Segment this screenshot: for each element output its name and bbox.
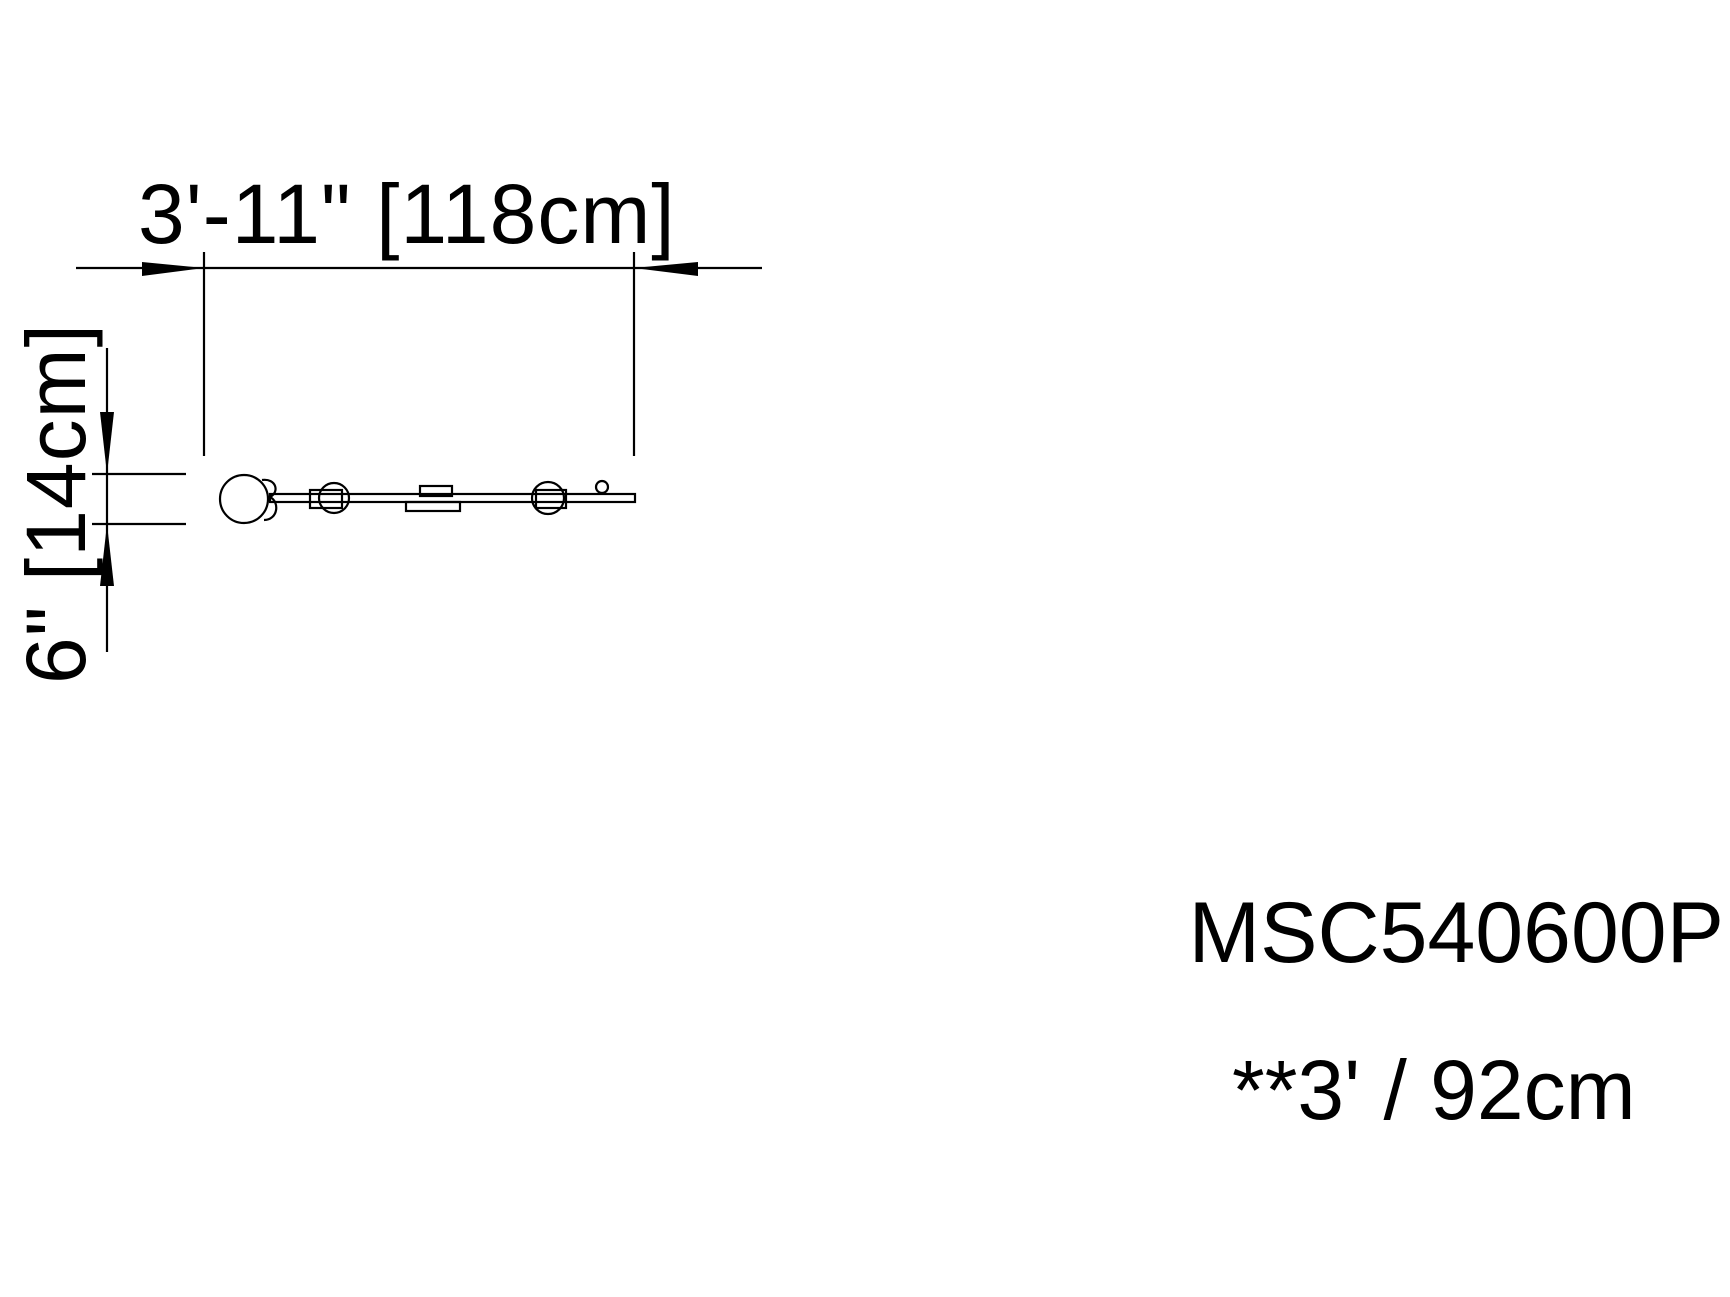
canopy-bracket <box>261 478 278 522</box>
depth-dimension-label: 6" [14cm] <box>9 323 103 684</box>
depth-arrow-top <box>100 412 114 474</box>
canopy-circle <box>218 473 270 525</box>
depth-arrow-bottom <box>100 524 114 586</box>
holder-1 <box>317 481 351 515</box>
length-note: **3' / 92cm <box>1232 1043 1636 1137</box>
width-arrow-right <box>634 262 698 276</box>
holder-2 <box>530 480 566 516</box>
center-connector-bottom <box>404 500 462 513</box>
model-number: MSC540600P <box>1188 885 1724 981</box>
end-cap <box>594 479 610 495</box>
holder-2-clip <box>534 488 568 510</box>
holder-1-clip <box>308 488 344 510</box>
width-dimension-label: 3'-11" [118cm] <box>138 167 676 261</box>
center-connector-top <box>418 484 454 498</box>
width-arrow-left <box>142 262 204 276</box>
